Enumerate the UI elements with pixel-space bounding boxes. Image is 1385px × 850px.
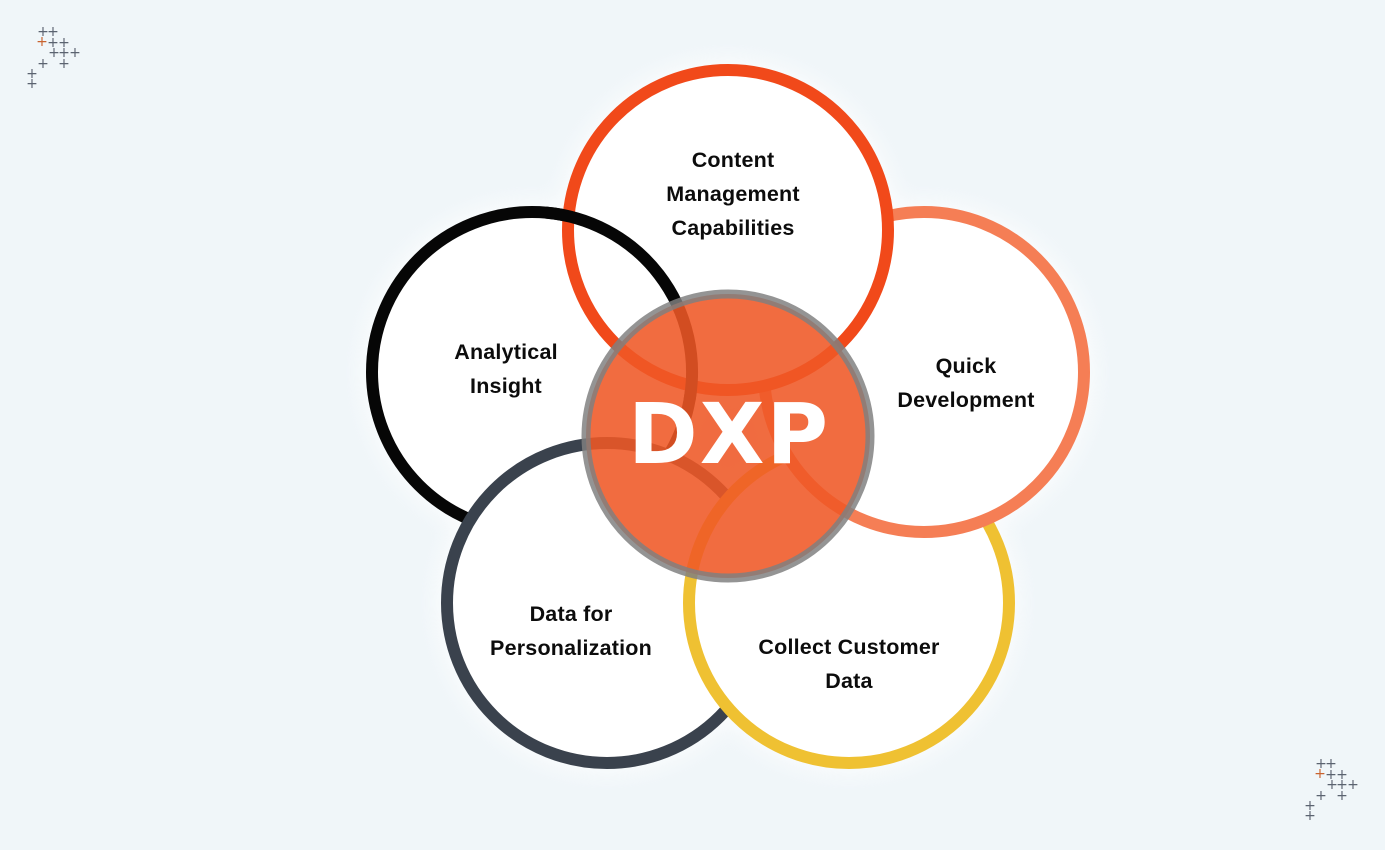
- plus-icon: +: [47, 24, 59, 40]
- label-line: Analytical: [454, 340, 558, 364]
- label-quick-development: Quick Development: [897, 349, 1034, 417]
- plus-icon: +: [36, 34, 48, 50]
- label-line: Data: [825, 669, 873, 693]
- plus-icon: +: [1325, 767, 1337, 783]
- label-line: Content: [691, 148, 775, 172]
- plus-icon: +: [48, 45, 60, 61]
- plus-icon: +: [1304, 798, 1316, 814]
- plus-icon: +: [1314, 766, 1326, 782]
- plus-icon: +: [1326, 777, 1338, 793]
- label-data-for-personalization: Data for Personalization: [490, 597, 652, 665]
- label-line: Development: [897, 388, 1035, 412]
- plus-icon: +: [1336, 777, 1348, 793]
- label-collect-customer-data: Collect Customer Data: [758, 630, 939, 698]
- plus-icon: +: [1315, 756, 1327, 772]
- plus-icon: +: [47, 35, 59, 51]
- label-line: Management: [666, 182, 800, 206]
- plus-icon: +: [1315, 788, 1327, 804]
- plus-icon: +: [37, 24, 49, 40]
- circle-dxp-center: [581, 289, 875, 583]
- plus-icon: +: [58, 56, 70, 72]
- label-line: Data for: [529, 602, 613, 626]
- plus-icon: +: [69, 45, 81, 61]
- label-content-management-capabilities: Content Management Capabilities: [666, 143, 799, 245]
- plus-icon: +: [1336, 767, 1348, 783]
- plus-icon: +: [1304, 808, 1316, 824]
- label-line: Collect Customer: [758, 635, 940, 659]
- plus-icon: +: [37, 56, 49, 72]
- plus-icon: +: [26, 66, 38, 82]
- label-line: Quick: [935, 354, 997, 378]
- label-line: Insight: [470, 374, 542, 398]
- plus-icon: +: [1336, 788, 1348, 804]
- plus-icon: +: [1325, 756, 1337, 772]
- plus-icon: +: [58, 35, 70, 51]
- dxp-center-label: DXP: [627, 385, 831, 484]
- label-line: Capabilities: [671, 216, 795, 240]
- plus-icon: +: [26, 76, 38, 92]
- label-analytical-insight: Analytical Insight: [454, 335, 558, 403]
- plus-icon: +: [1347, 777, 1359, 793]
- plus-icon: +: [58, 45, 70, 61]
- label-line: Personalization: [490, 636, 652, 660]
